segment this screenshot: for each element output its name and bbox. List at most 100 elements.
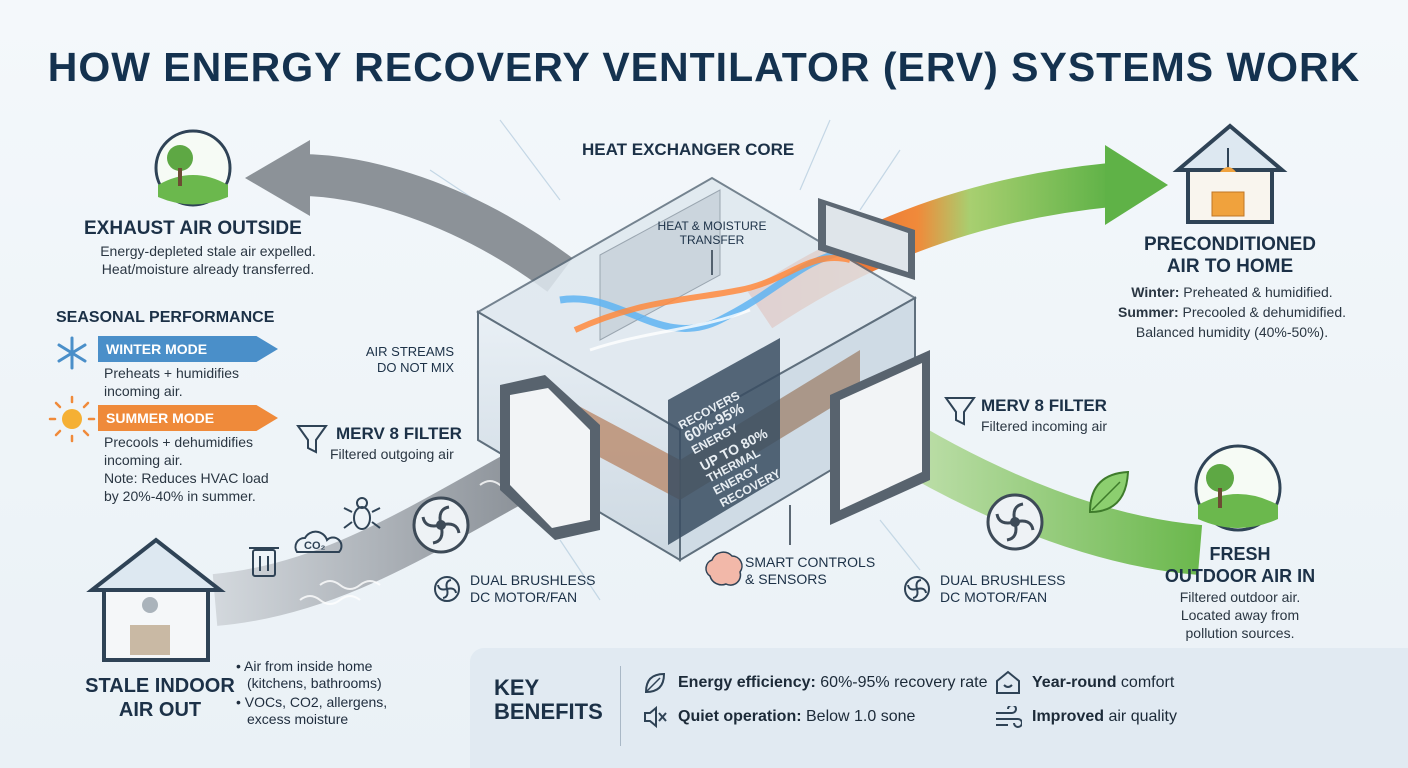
benefit-quiet: Quiet operation: Below 1.0 sone [678, 708, 915, 726]
preconditioned-winter-bold: Winter: [1131, 284, 1180, 300]
preconditioned-title: PRECONDITIONED AIR TO HOME [1120, 234, 1340, 278]
benefit-energy-bold: Energy efficiency: [678, 674, 816, 691]
stale-bullet-1a: Air from inside home [244, 658, 373, 674]
fresh-title-1: FRESH [1209, 544, 1271, 564]
fresh-line-3: pollution sources. [1185, 625, 1295, 641]
fan-left-graphic [412, 496, 470, 554]
exhaust-arrow-head [245, 140, 310, 216]
transfer-label-2: TRANSFER [679, 233, 745, 247]
summer-note-2: by 20%-40% in summer. [104, 488, 256, 504]
benefit-energy-text: 60%-95% recovery rate [815, 674, 988, 691]
benefits-title-2: BENEFITS [494, 699, 603, 724]
exhaust-vent-graphic [818, 198, 915, 280]
summer-mode-label: SUMMER MODE [98, 405, 278, 431]
fan-right-label: DUAL BRUSHLESS DC MOTOR/FAN [940, 572, 1066, 606]
fan-right-line-1: DUAL BRUSHLESS [940, 572, 1066, 588]
stale-bullets: • Air from inside home (kitchens, bathro… [236, 658, 388, 727]
stale-bullet-2a: VOCs, CO2, allergens, [244, 694, 388, 710]
trash-icon [249, 547, 279, 577]
winter-desc: Preheats + humidifies incoming air. [104, 364, 239, 400]
fresh-line-2: Located away from [1180, 607, 1300, 623]
mute-icon [644, 705, 667, 729]
house-icon-stale [86, 537, 226, 662]
exhaust-line-1: Energy-depleted stale air expelled. [100, 243, 316, 259]
exhaust-title: EXHAUST AIR OUTSIDE [84, 218, 302, 239]
fresh-title-2: OUTDOOR AIR IN [1164, 566, 1316, 586]
fan-icon-left-small [434, 576, 460, 602]
seasonal-title: SEASONAL PERFORMANCE [56, 309, 275, 326]
leaf-icon [644, 672, 666, 694]
transfer-label-1: HEAT & MOISTURE [657, 219, 767, 233]
benefit-air-quality-bold: Improved [1032, 708, 1105, 725]
leaf-icon-fresh [1088, 470, 1130, 514]
benefits-divider [620, 666, 621, 746]
winter-desc-2: incoming air. [104, 383, 183, 399]
sun-icon [48, 395, 96, 443]
house-icon-preconditioned [1172, 123, 1288, 224]
heat-exchanger-core [476, 176, 918, 562]
benefit-air-quality-text: air quality [1104, 708, 1177, 725]
controls-line-1: SMART CONTROLS [745, 554, 876, 570]
benefits-title: KEY BENEFITS [494, 676, 603, 724]
filter-right-title: MERV 8 FILTER [981, 396, 1107, 415]
filter-right-graphic [830, 350, 930, 525]
page-title: HOW ENERGY RECOVERY VENTILATOR (ERV) SYS… [47, 44, 1361, 90]
controls-line-2: & SENSORS [745, 571, 827, 587]
benefit-air-quality: Improved air quality [1032, 708, 1177, 726]
fresh-title: FRESH OUTDOOR AIR IN [1140, 543, 1340, 587]
filter-left-title: MERV 8 FILTER [336, 424, 462, 443]
core-title: HEAT EXCHANGER CORE [582, 140, 795, 159]
exhaust-line-2: Heat/moisture already transferred. [101, 261, 315, 277]
stale-bullet-1b: (kitchens, bathrooms) [247, 675, 382, 691]
funnel-icon-right [944, 397, 976, 426]
exhaust-arrow-body [299, 154, 573, 292]
benefits-title-1: KEY [494, 675, 540, 700]
bug-icon [343, 497, 381, 530]
benefit-comfort: Year-round comfort [1032, 674, 1174, 692]
fan-right-line-2: DC MOTOR/FAN [940, 589, 1048, 605]
fan-left-line-1: DUAL BRUSHLESS [470, 572, 596, 588]
no-mix-line-1: AIR STREAMS [365, 344, 454, 359]
summer-desc: Precools + dehumidifies incoming air. No… [104, 433, 269, 505]
exhaust-desc: Energy-depleted stale air expelled. Heat… [78, 242, 338, 278]
brain-icon [705, 551, 743, 586]
preconditioned-summer-text: Precooled & dehumidified. [1178, 304, 1346, 320]
benefit-energy: Energy efficiency: 60%-95% recovery rate [678, 674, 987, 692]
transfer-label: HEAT & MOISTURE TRANSFER [632, 219, 792, 247]
preconditioned-title-2: AIR TO HOME [1166, 256, 1294, 277]
stale-title-1: STALE INDOOR [85, 675, 235, 697]
winter-mode-label: WINTER MODE [98, 336, 278, 362]
fan-right-graphic [986, 493, 1044, 551]
tree-icon-fresh [1194, 444, 1282, 532]
preconditioned-title-1: PRECONDITIONED [1143, 234, 1317, 255]
wind-icon [996, 706, 1022, 728]
tree-icon-exhaust [154, 129, 232, 207]
benefit-comfort-text: comfort [1116, 674, 1175, 691]
preconditioned-winter-text: Preheated & humidified. [1179, 284, 1333, 300]
funnel-icon-left [296, 425, 328, 454]
fan-left-line-2: DC MOTOR/FAN [470, 589, 578, 605]
stale-bullet-2b: excess moisture [247, 711, 349, 727]
fresh-desc: Filtered outdoor air. Located away from … [1150, 588, 1330, 642]
preconditioned-arrow-head [1105, 145, 1168, 225]
stale-arrow-body [212, 447, 543, 626]
co2-label: CO₂ [304, 540, 326, 552]
snowflake-icon [57, 336, 87, 370]
stale-title-2: AIR OUT [118, 699, 202, 721]
recovery-panel [668, 338, 780, 545]
fan-left-label: DUAL BRUSHLESS DC MOTOR/FAN [470, 572, 596, 606]
filter-left-graphic [500, 375, 600, 540]
preconditioned-balanced: Balanced humidity (40%-50%). [1135, 324, 1329, 340]
controls-label: SMART CONTROLS & SENSORS [745, 554, 875, 588]
summer-note-1: Note: Reduces HVAC load [104, 470, 269, 486]
cloud-icon [294, 530, 343, 553]
house-comfort-icon [996, 670, 1020, 694]
summer-desc-2: incoming air. [104, 452, 183, 468]
summer-desc-1: Precools + dehumidifies [104, 434, 254, 450]
no-mix-label: AIR STREAMS DO NOT MIX [330, 344, 454, 376]
benefit-quiet-text: Below 1.0 sone [801, 708, 916, 725]
fresh-line-1: Filtered outdoor air. [1179, 589, 1301, 605]
benefit-quiet-bold: Quiet operation: [678, 708, 802, 725]
key-benefits-panel: KEY BENEFITS Energy efficiency: 60%-95% … [470, 648, 1408, 768]
